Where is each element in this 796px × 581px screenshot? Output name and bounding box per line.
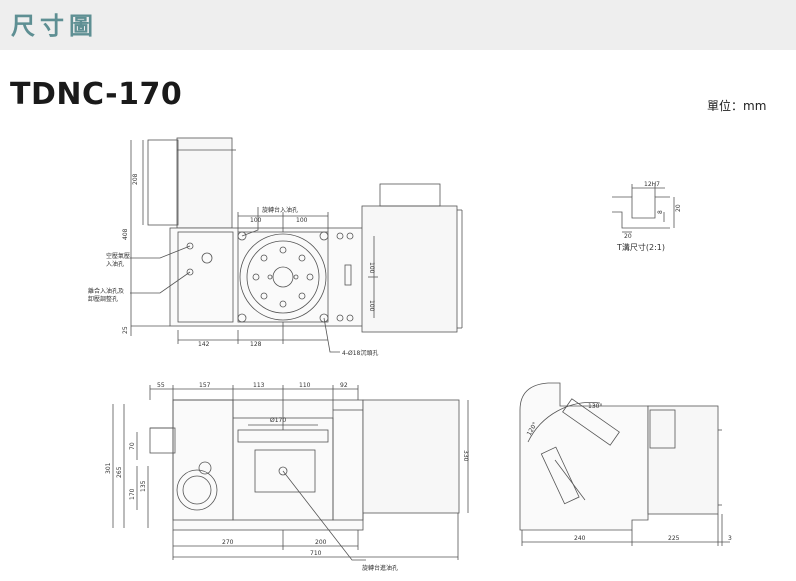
dim-12h7: 12H7: [644, 181, 660, 188]
dim-92: 92: [340, 382, 348, 389]
front-view: [112, 385, 469, 561]
dim-113: 113: [253, 382, 265, 389]
dim-142: 142: [198, 341, 210, 348]
callout-air-1: 空壓氣壓: [106, 252, 130, 260]
dim-25: 25: [122, 326, 129, 334]
dim-301: 301: [105, 462, 112, 474]
angle-130: 130°: [588, 403, 602, 410]
callout-bolt-holes: 4-Ø18沉頭孔: [342, 349, 378, 357]
dim-408: 408: [122, 228, 129, 240]
dim-100-a: 100: [250, 217, 262, 224]
callout-oil-outlet: 旋轉台進油孔: [362, 564, 398, 572]
header-bar: [0, 0, 796, 50]
dim-265: 265: [116, 466, 123, 478]
dim-225: 225: [668, 535, 680, 542]
dim-110: 110: [299, 382, 311, 389]
dim-20-h: 20: [624, 233, 632, 240]
callout-lub-1: 離合入油孔及: [88, 287, 124, 295]
dim-200: 200: [315, 539, 327, 546]
dim-dia-170: Ø170: [270, 417, 286, 424]
dim-135: 135: [140, 480, 147, 492]
dim-170: 170: [129, 488, 136, 500]
dim-55: 55: [157, 382, 165, 389]
dim-3: 3: [728, 535, 732, 542]
dim-70: 70: [129, 442, 136, 450]
dim-208: 208: [132, 173, 139, 185]
dim-100-d: 100: [368, 300, 375, 312]
dim-20-v: 20: [675, 204, 682, 212]
unit-label: 單位：mm: [707, 99, 767, 113]
dim-128: 128: [250, 341, 262, 348]
side-view: [519, 382, 730, 546]
dim-330: 330: [462, 450, 469, 462]
dim-710: 710: [310, 550, 322, 557]
dim-100-c: 100: [368, 262, 375, 274]
callout-oil-inlet: 旋轉台入油孔: [262, 206, 298, 214]
model-title: TDNC-170: [10, 77, 183, 112]
callout-air-2: 入油孔: [106, 260, 124, 268]
callout-lub-2: 卸壓調整孔: [88, 295, 118, 303]
dim-8: 8: [657, 210, 664, 214]
dim-100-b: 100: [296, 217, 308, 224]
dim-240: 240: [574, 535, 586, 542]
dim-270: 270: [222, 539, 234, 546]
tslot-caption: T溝尺寸(2:1): [616, 242, 665, 252]
tslot-detail: [612, 184, 675, 233]
dim-157: 157: [199, 382, 211, 389]
page-title: 尺寸圖: [11, 12, 98, 40]
top-view: [130, 137, 463, 353]
